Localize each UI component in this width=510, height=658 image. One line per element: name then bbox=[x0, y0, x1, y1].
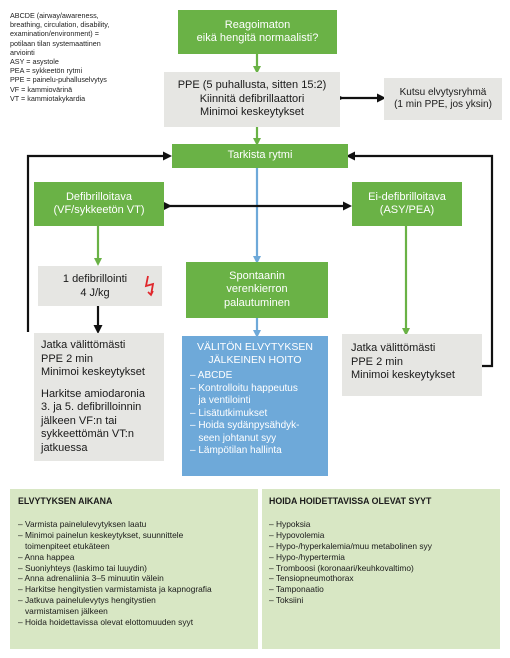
post-resuscitation-title: VÄLITÖN ELVYTYKSEN bbox=[197, 341, 313, 353]
abbr-line: PEA = sykkeetön rytmi bbox=[10, 66, 83, 76]
during-cpr-item: – Suoniyhteys (laskimo tai luuydin) bbox=[18, 562, 147, 573]
non-shock-cpr-box: Jatka välittömästi PPE 2 min Minimoi kes… bbox=[342, 334, 482, 396]
post-shock-line: Jatka välittömästi bbox=[41, 339, 126, 351]
reversible-cause-item: – Hypovolemia bbox=[269, 529, 325, 540]
during-cpr-panel: ELVYTYKSEN AIKANA – Varmista painelulevy… bbox=[10, 489, 258, 649]
reversible-cause-item: – Hypo-/hypertermia bbox=[269, 551, 345, 562]
reversible-cause-item: – Hypo-/hyperkalemia/muu metabolinen syy bbox=[269, 540, 432, 551]
call-team-line: Kutsu elvytysryhmä bbox=[399, 86, 487, 98]
shockable-line: Defibrilloitava bbox=[65, 190, 133, 203]
during-cpr-item: – Anna happea bbox=[18, 551, 75, 562]
reversible-cause-item: – Tensiopneumothorax bbox=[269, 573, 354, 584]
loop-left bbox=[26, 151, 172, 332]
post-resuscitation-title: JÄLKEINEN HOITO bbox=[208, 354, 302, 366]
shockable-box: Defibrilloitava (VF/sykkeetön VT) bbox=[34, 182, 164, 226]
non-shockable-line: Ei-defibrilloitava bbox=[368, 190, 446, 203]
rosc-box: Spontaanin verenkierron palautuminen bbox=[186, 262, 328, 318]
post-resuscitation-item: seen johtanut syy bbox=[190, 432, 277, 444]
cpr-start-line: Minimoi keskeytykset bbox=[200, 106, 304, 119]
unresponsive-box: Reagoimaton eikä hengitä normaalisti? bbox=[178, 10, 337, 54]
during-cpr-item: toimenpiteet etukäteen bbox=[18, 540, 110, 551]
non-shockable-box: Ei-defibrilloitava (ASY/PEA) bbox=[352, 182, 462, 226]
non-shockable-line: (ASY/PEA) bbox=[379, 204, 435, 216]
check-rhythm-label: Tarkista rytmi bbox=[227, 149, 293, 162]
post-shock-line: PPE 2 min bbox=[41, 352, 93, 365]
call-team-line: (1 min PPE, jos yksin) bbox=[394, 99, 492, 110]
during-cpr-item: – Hoida hoidettavissa olevat elottomuude… bbox=[18, 617, 194, 628]
abbr-line: VF = kammiovärinä bbox=[10, 84, 73, 94]
post-shock-box: Jatka välittömästi PPE 2 min Minimoi kes… bbox=[34, 333, 164, 461]
rosc-line: Spontaanin bbox=[229, 269, 285, 282]
post-resuscitation-item: – Lämpötilan hallinta bbox=[190, 445, 282, 456]
post-resuscitation-item: – Hoida sydänpysähdyk- bbox=[190, 420, 300, 431]
during-cpr-item: – Anna adrenaliinia 3–5 minuutin välein bbox=[18, 573, 164, 584]
lightning-bolt-icon bbox=[144, 275, 155, 297]
post-resuscitation-item: ja ventilointi bbox=[190, 395, 251, 406]
check-rhythm-box: Tarkista rytmi bbox=[172, 144, 348, 168]
non-shock-cpr-line: PPE 2 min bbox=[351, 355, 403, 368]
non-shock-cpr-line: Jatka välittömästi bbox=[351, 342, 436, 354]
abbr-line: VT = kammiotakykardia bbox=[10, 93, 86, 103]
amiodarone-line: sykkeettömän VT:n bbox=[41, 428, 134, 440]
amiodarone-line: jälkeen VF:n tai bbox=[41, 414, 117, 427]
reversible-cause-item: – Tromboosi (koronaari/keuhkovaltimo) bbox=[269, 562, 414, 573]
during-cpr-item: – Harkitse hengitystien varmistamista ja… bbox=[18, 584, 212, 595]
unresponsive-line: eikä hengitä normaalisti? bbox=[196, 32, 319, 44]
unresponsive-line: Reagoimaton bbox=[224, 18, 291, 31]
cpr-start-line: PPE (5 puhallusta, sitten 15:2) bbox=[177, 79, 327, 92]
loop-right bbox=[346, 151, 494, 368]
cpr-start-line: Kiinnitä defibrillaattori bbox=[199, 92, 305, 105]
amiodarone-line: Harkitse amiodaronia bbox=[41, 387, 145, 400]
abbreviation-legend: ABCDE (airway/awareness, breathing, circ… bbox=[10, 11, 160, 103]
during-cpr-item: – Varmista painelulevytyksen laatu bbox=[18, 518, 147, 529]
rosc-line: verenkierron bbox=[226, 283, 288, 296]
during-cpr-item: – Jatkuva painelulevytys hengitystien bbox=[18, 595, 156, 606]
abbr-line: PPE = painelu-puhalluselvytys bbox=[10, 75, 107, 85]
call-team-box: Kutsu elvytysryhmä (1 min PPE, jos yksin… bbox=[384, 78, 502, 120]
post-resuscitation-item: – Kontrolloitu happeutus bbox=[190, 382, 298, 394]
post-resuscitation-box: VÄLITÖN ELVYTYKSEN JÄLKEINEN HOITO – ABC… bbox=[182, 336, 328, 476]
abbr-line: arviointi bbox=[10, 47, 35, 57]
post-resuscitation-item: – Lisätutkimukset bbox=[190, 407, 268, 419]
during-cpr-item: – Minimoi painelun keskeytykset, suunnit… bbox=[18, 529, 184, 540]
reversible-cause-item: – Tamponaatio bbox=[269, 584, 324, 595]
shock-line: 4 J/kg bbox=[80, 286, 110, 299]
during-cpr-item: varmistamisen jälkeen bbox=[18, 606, 108, 617]
post-resuscitation-item: – ABCDE bbox=[190, 370, 233, 381]
abbr-line: ASY = asystole bbox=[10, 57, 59, 67]
post-shock-line: Minimoi keskeytykset bbox=[41, 366, 145, 378]
cpr-start-box: PPE (5 puhallusta, sitten 15:2) Kiinnitä… bbox=[164, 72, 340, 127]
amiodarone-line: jatkuessa bbox=[41, 441, 88, 454]
during-cpr-title: ELVYTYKSEN AIKANA bbox=[18, 496, 113, 506]
abbr-line: breathing, circulation, disability, bbox=[10, 20, 110, 30]
abbr-line: examination/environment) = bbox=[10, 29, 99, 39]
shockable-line: (VF/sykkeetön VT) bbox=[53, 204, 145, 216]
abbr-line: potilaan tilan systemaattinen bbox=[10, 38, 101, 48]
reversible-cause-item: – Toksiini bbox=[269, 595, 304, 606]
rosc-line: palautuminen bbox=[223, 296, 291, 309]
shock-box: 1 defibrillointi 4 J/kg bbox=[38, 266, 162, 306]
amiodarone-line: 3. ja 5. defibrilloinnin bbox=[41, 401, 142, 413]
reversible-causes-title: HOIDA HOIDETTAVISSA OLEVAT SYYT bbox=[269, 496, 432, 506]
non-shock-cpr-line: Minimoi keskeytykset bbox=[351, 369, 455, 381]
shock-line: 1 defibrillointi bbox=[62, 273, 128, 285]
abbr-line: ABCDE (airway/awareness, bbox=[10, 11, 99, 20]
reversible-cause-item: – Hypoksia bbox=[269, 518, 311, 529]
reversible-causes-panel: HOIDA HOIDETTAVISSA OLEVAT SYYT – Hypoks… bbox=[262, 489, 500, 649]
